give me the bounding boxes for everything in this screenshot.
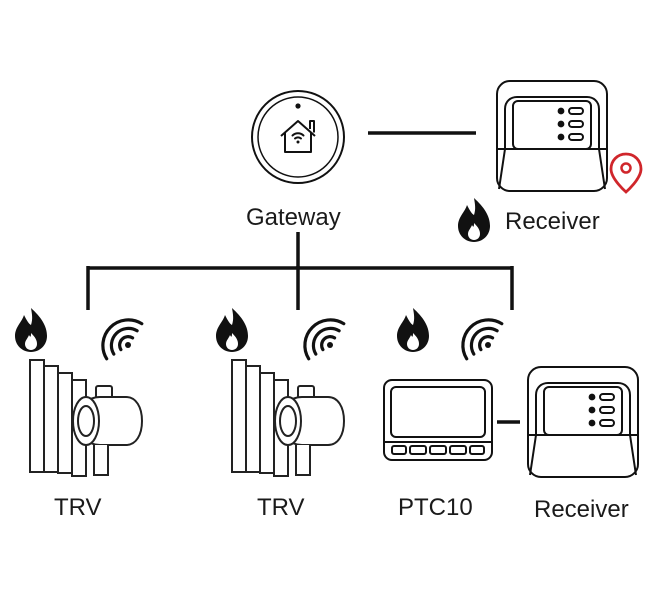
trv-2-flame-icon xyxy=(216,308,248,352)
ptc10-signal-icon xyxy=(461,318,504,361)
ptc10-flame-icon xyxy=(397,308,429,352)
radiator-valve-icon xyxy=(29,359,143,477)
radiator-valve-icon xyxy=(231,359,345,477)
receiver-bottom-device xyxy=(527,366,639,478)
trv-1-label: TRV xyxy=(54,494,102,521)
gateway-device xyxy=(251,90,345,184)
home-wifi-icon xyxy=(280,120,316,153)
thermostat-icon xyxy=(383,379,493,461)
receiver-top-flame-icon xyxy=(458,198,490,242)
ptc10-label: PTC10 xyxy=(398,494,473,521)
receiver-bottom-label: Receiver xyxy=(534,496,629,523)
location-pin-icon xyxy=(609,152,643,194)
trv-2-signal-icon xyxy=(303,318,346,361)
trv-1-flame-icon xyxy=(15,308,47,352)
receiver-top-device xyxy=(496,80,608,192)
trv-1-signal-icon xyxy=(101,318,144,361)
receiver-top-label: Receiver xyxy=(505,208,600,235)
gateway-label: Gateway xyxy=(246,204,341,231)
connector-lines xyxy=(86,131,520,424)
trv-2-label: TRV xyxy=(257,494,305,521)
